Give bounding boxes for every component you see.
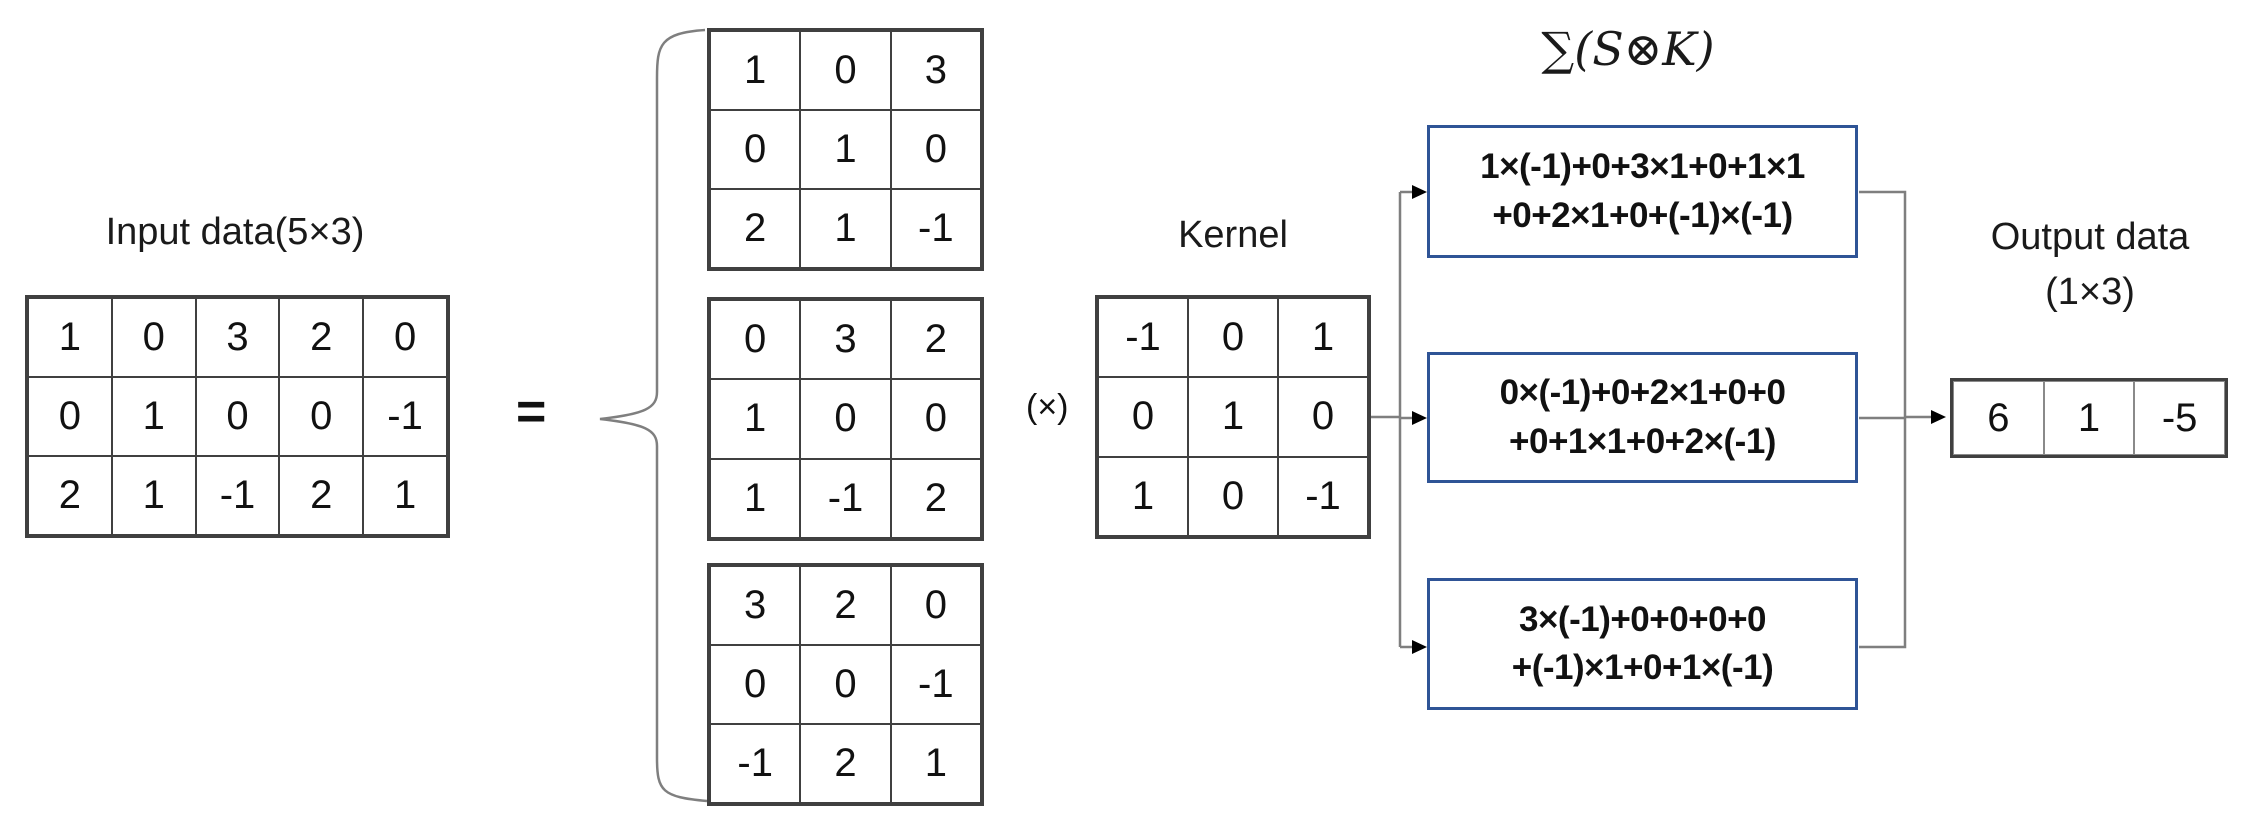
sum-formula-title: ∑(S⊗K)	[1541, 22, 1715, 76]
formula-line: +0+1×1+0+2×(-1)	[1509, 421, 1776, 461]
grid-cell: -1	[890, 645, 981, 724]
grid-cell: 3	[800, 300, 891, 380]
grid-cell: 0	[1188, 456, 1278, 536]
grid-cell: -1	[1278, 456, 1368, 536]
formula-box-3: 3×(-1)+0+0+0+0 +(-1)×1+0+1×(-1)	[1427, 578, 1858, 710]
grid-cell: 1	[710, 379, 801, 459]
grid-cell: 2	[800, 566, 891, 645]
grid-cell: 0	[710, 645, 801, 724]
output-label-line1: Output data	[1990, 216, 2190, 258]
formula-line: 0×(-1)+0+2×1+0+0	[1499, 373, 1786, 413]
brace-icon	[599, 28, 708, 803]
formula-line: +0+2×1+0+(-1)×(-1)	[1492, 195, 1793, 235]
grid-cell: 1	[800, 189, 891, 268]
arrowhead-icon	[1412, 640, 1427, 654]
grid-cell: 2	[800, 724, 891, 803]
arrowhead-icon	[1931, 410, 1946, 424]
equals-sign: =	[516, 383, 547, 441]
grid-cell: 0	[111, 298, 196, 377]
formula-line: +(-1)×1+0+1×(-1)	[1511, 648, 1774, 687]
grid-cell: 0	[710, 110, 801, 189]
kernel-label: Kernel	[1178, 214, 1288, 256]
connector-line	[1859, 417, 1907, 649]
formula-box-2: 0×(-1)+0+2×1+0+0 +0+1×1+0+2×(-1)	[1427, 352, 1858, 483]
grid-cell: 0	[890, 566, 981, 645]
grid-cell: 1	[2043, 381, 2135, 455]
grid-cell: 0	[1278, 377, 1368, 457]
output-data-label: Output data (1×3)	[1952, 210, 2228, 320]
grid-cell: -1	[800, 458, 891, 538]
grid-cell: -1	[890, 189, 981, 268]
arrowhead-icon	[1412, 411, 1427, 425]
grid-cell: 6	[1953, 381, 2044, 455]
grid-cell: 0	[890, 110, 981, 189]
grid-cell: 0	[710, 300, 801, 380]
grid-cell: -1	[195, 456, 280, 535]
grid-cell: 1	[1278, 298, 1368, 378]
grid-cell: 1	[363, 456, 447, 535]
grid-cell: 0	[1098, 377, 1188, 457]
formula-line: 1×(-1)+0+3×1+0+1×1	[1480, 147, 1805, 187]
grid-cell: 2	[279, 298, 364, 377]
grid-cell: 0	[800, 379, 891, 459]
input-data-label: Input data(5×3)	[105, 211, 365, 253]
grid-cell: 2	[710, 189, 801, 268]
grid-cell: 2	[28, 456, 112, 535]
grid-cell: 1	[710, 31, 801, 110]
grid-cell: 1	[28, 298, 112, 377]
formula-box-1: 1×(-1)+0+3×1+0+1×1 +0+2×1+0+(-1)×(-1)	[1427, 125, 1858, 258]
grid-cell: 0	[800, 31, 891, 110]
grid-cell: -5	[2134, 381, 2225, 455]
grid-cell: 0	[279, 377, 364, 456]
grid-cell: -1	[1098, 298, 1188, 378]
grid-cell: 3	[890, 31, 981, 110]
grid-cell: -1	[363, 377, 447, 456]
grid-cell: 0	[1188, 298, 1278, 378]
grid-cell: 1	[111, 456, 196, 535]
grid-cell: -1	[710, 724, 801, 803]
arrowhead-icon	[1412, 185, 1427, 199]
grid-cell: 1	[111, 377, 196, 456]
grid-cell: 0	[28, 377, 112, 456]
grid-cell: 1	[1098, 456, 1188, 536]
grid-cell: 0	[363, 298, 447, 377]
connector-line	[1859, 190, 1907, 417]
grid-cell: 3	[195, 298, 280, 377]
formula-line: 3×(-1)+0+0+0+0	[1519, 599, 1766, 639]
grid-cell: 0	[195, 377, 280, 456]
grid-cell: 2	[279, 456, 364, 535]
grid-cell: 0	[890, 379, 981, 459]
grid-cell: 1	[890, 724, 981, 803]
grid-cell: 2	[890, 458, 981, 538]
grid-cell: 3	[710, 566, 801, 645]
grid-cell: 1	[1188, 377, 1278, 457]
grid-cell: 1	[710, 458, 801, 538]
output-label-line2: (1×3)	[2045, 271, 2135, 314]
grid-cell: 0	[800, 645, 891, 724]
grid-cell: 1	[800, 110, 891, 189]
times-sign: (×)	[1026, 388, 1069, 426]
grid-cell: 2	[890, 300, 981, 380]
